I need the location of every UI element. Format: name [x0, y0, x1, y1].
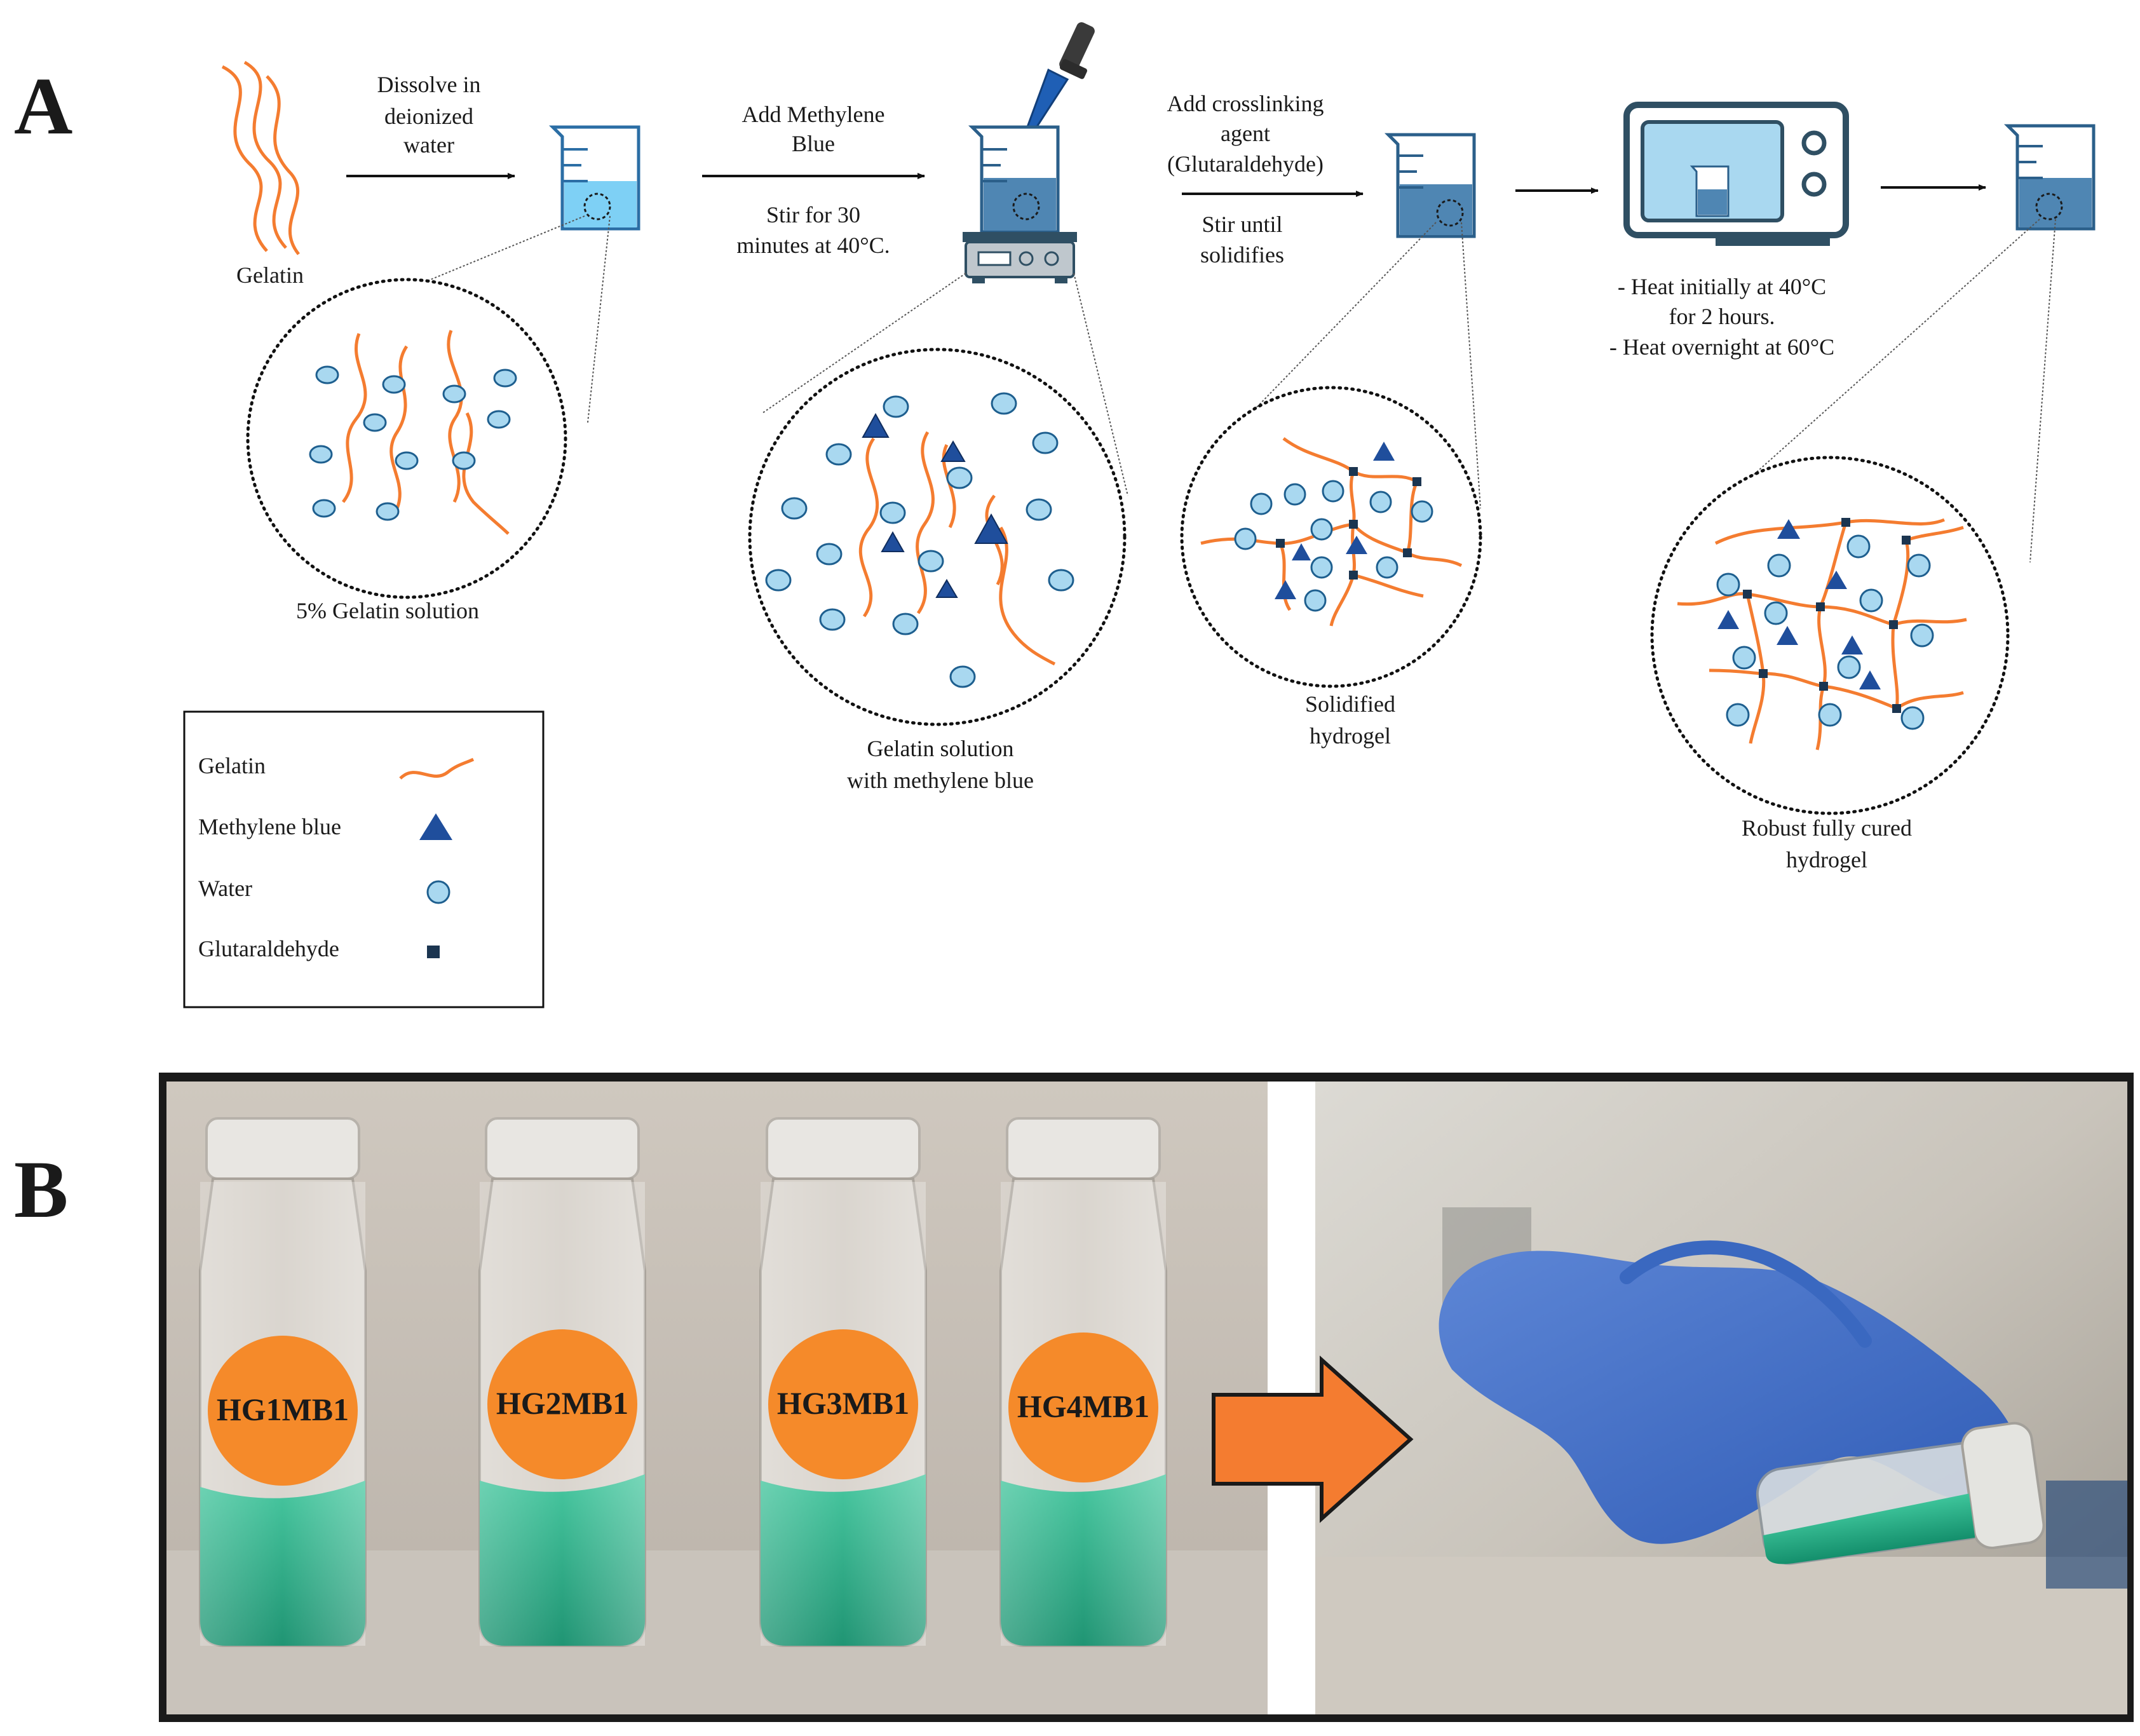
- step4-text-3: - Heat overnight at 60°C: [1609, 334, 1834, 360]
- tilted-vial: [1756, 1421, 2045, 1565]
- beaker-2-icon: [968, 125, 1060, 234]
- caption-cured-1: Robust fully cured: [1742, 815, 1912, 841]
- legend: Gelatin Methylene blue Water Glutaraldeh…: [183, 710, 545, 1008]
- step2-text-4: minutes at 40°C.: [736, 233, 890, 258]
- vial-2-label-sticker: [487, 1329, 637, 1479]
- vial-3: HG3MB1: [759, 1117, 927, 1647]
- caption-solidified-2: hydrogel: [1310, 723, 1391, 749]
- vial-1: HG1MB1: [199, 1117, 367, 1647]
- step3-text-4: Stir until: [1202, 212, 1282, 237]
- orange-arrow-icon: [1212, 1355, 1414, 1523]
- zoom-line: [762, 273, 966, 414]
- legend-glutaraldehyde-icon: [427, 946, 440, 958]
- caption-gelatin-mb-1: Gelatin solution: [867, 736, 1014, 761]
- step3-text-5: solidifies: [1200, 242, 1284, 268]
- vial-1-label-sticker: [208, 1336, 358, 1486]
- hotplate-stirrer-icon: [963, 232, 1077, 283]
- gelatin-label: Gelatin: [236, 262, 304, 288]
- vial-2: HG2MB1: [478, 1117, 646, 1647]
- zoom-line: [2029, 219, 2056, 563]
- legend-methylene-blue-label: Methylene blue: [198, 814, 341, 839]
- step1-text-3: water: [403, 132, 454, 158]
- caption-gelatin-mb-2: with methylene blue: [847, 768, 1034, 793]
- zoom-line: [587, 215, 611, 423]
- methylene-blue-solution-zoom: [748, 348, 1127, 726]
- step4-text-1: - Heat initially at 40°C: [1618, 274, 1826, 299]
- glove-hand: [1439, 1251, 2020, 1544]
- step2-text-1: Add Methylene: [742, 102, 885, 127]
- caption-solidified-1: Solidified: [1305, 691, 1395, 717]
- tilted-vial-photo: [1315, 1082, 2127, 1714]
- gelatin-solution-zoom: [246, 278, 567, 599]
- vial-4: HG4MB1: [999, 1117, 1167, 1647]
- vial-2-label: HG2MB1: [496, 1385, 628, 1421]
- vial-4-label: HG4MB1: [1017, 1388, 1149, 1424]
- zoom-line: [1461, 222, 1481, 509]
- gelatin-strands-icon: [221, 60, 300, 255]
- legend-methylene-blue-icon: [419, 813, 452, 840]
- vial-1-label: HG1MB1: [217, 1392, 349, 1427]
- caption-gelatin-solution: 5% Gelatin solution: [296, 598, 479, 623]
- beaker-1-icon: [548, 125, 640, 231]
- step3-text-1: Add crosslinking: [1167, 91, 1324, 116]
- solidified-hydrogel-zoom: [1180, 386, 1482, 688]
- vial-group: HG1MB1 HG2MB1 HG3MB1 HG4MB1: [199, 1117, 1167, 1647]
- cured-hydrogel-zoom: [1650, 456, 2010, 815]
- oven-icon: [1623, 102, 1849, 246]
- step1-text-1: Dissolve in: [377, 72, 480, 97]
- caption-cured-2: hydrogel: [1786, 847, 1867, 872]
- step3-text-2: agent: [1221, 121, 1270, 146]
- step2-text-3: Stir for 30: [766, 202, 860, 227]
- vial-3-label: HG3MB1: [777, 1385, 909, 1421]
- step2-text-2: Blue: [792, 131, 835, 156]
- legend-water-icon: [426, 880, 450, 904]
- legend-glutaraldehyde-label: Glutaraldehyde: [198, 936, 339, 961]
- step1-text-2: deionized: [384, 104, 473, 129]
- zoom-line: [1073, 273, 1128, 496]
- panel-a-label: A: [14, 61, 72, 151]
- zoom-line: [1232, 222, 1437, 433]
- beaker-4-icon: [2003, 124, 2096, 231]
- step3-text-3: (Glutaraldehyde): [1167, 151, 1324, 177]
- step4-text-2: for 2 hours.: [1669, 304, 1775, 329]
- vial-3-label-sticker: [768, 1329, 918, 1479]
- beaker-3-icon: [1384, 133, 1476, 238]
- legend-gelatin-label: Gelatin: [198, 753, 266, 778]
- panel-b-label: B: [14, 1144, 68, 1235]
- vial-4-label-sticker: [1008, 1333, 1158, 1482]
- legend-water-label: Water: [198, 876, 252, 901]
- legend-gelatin-icon: [399, 757, 475, 780]
